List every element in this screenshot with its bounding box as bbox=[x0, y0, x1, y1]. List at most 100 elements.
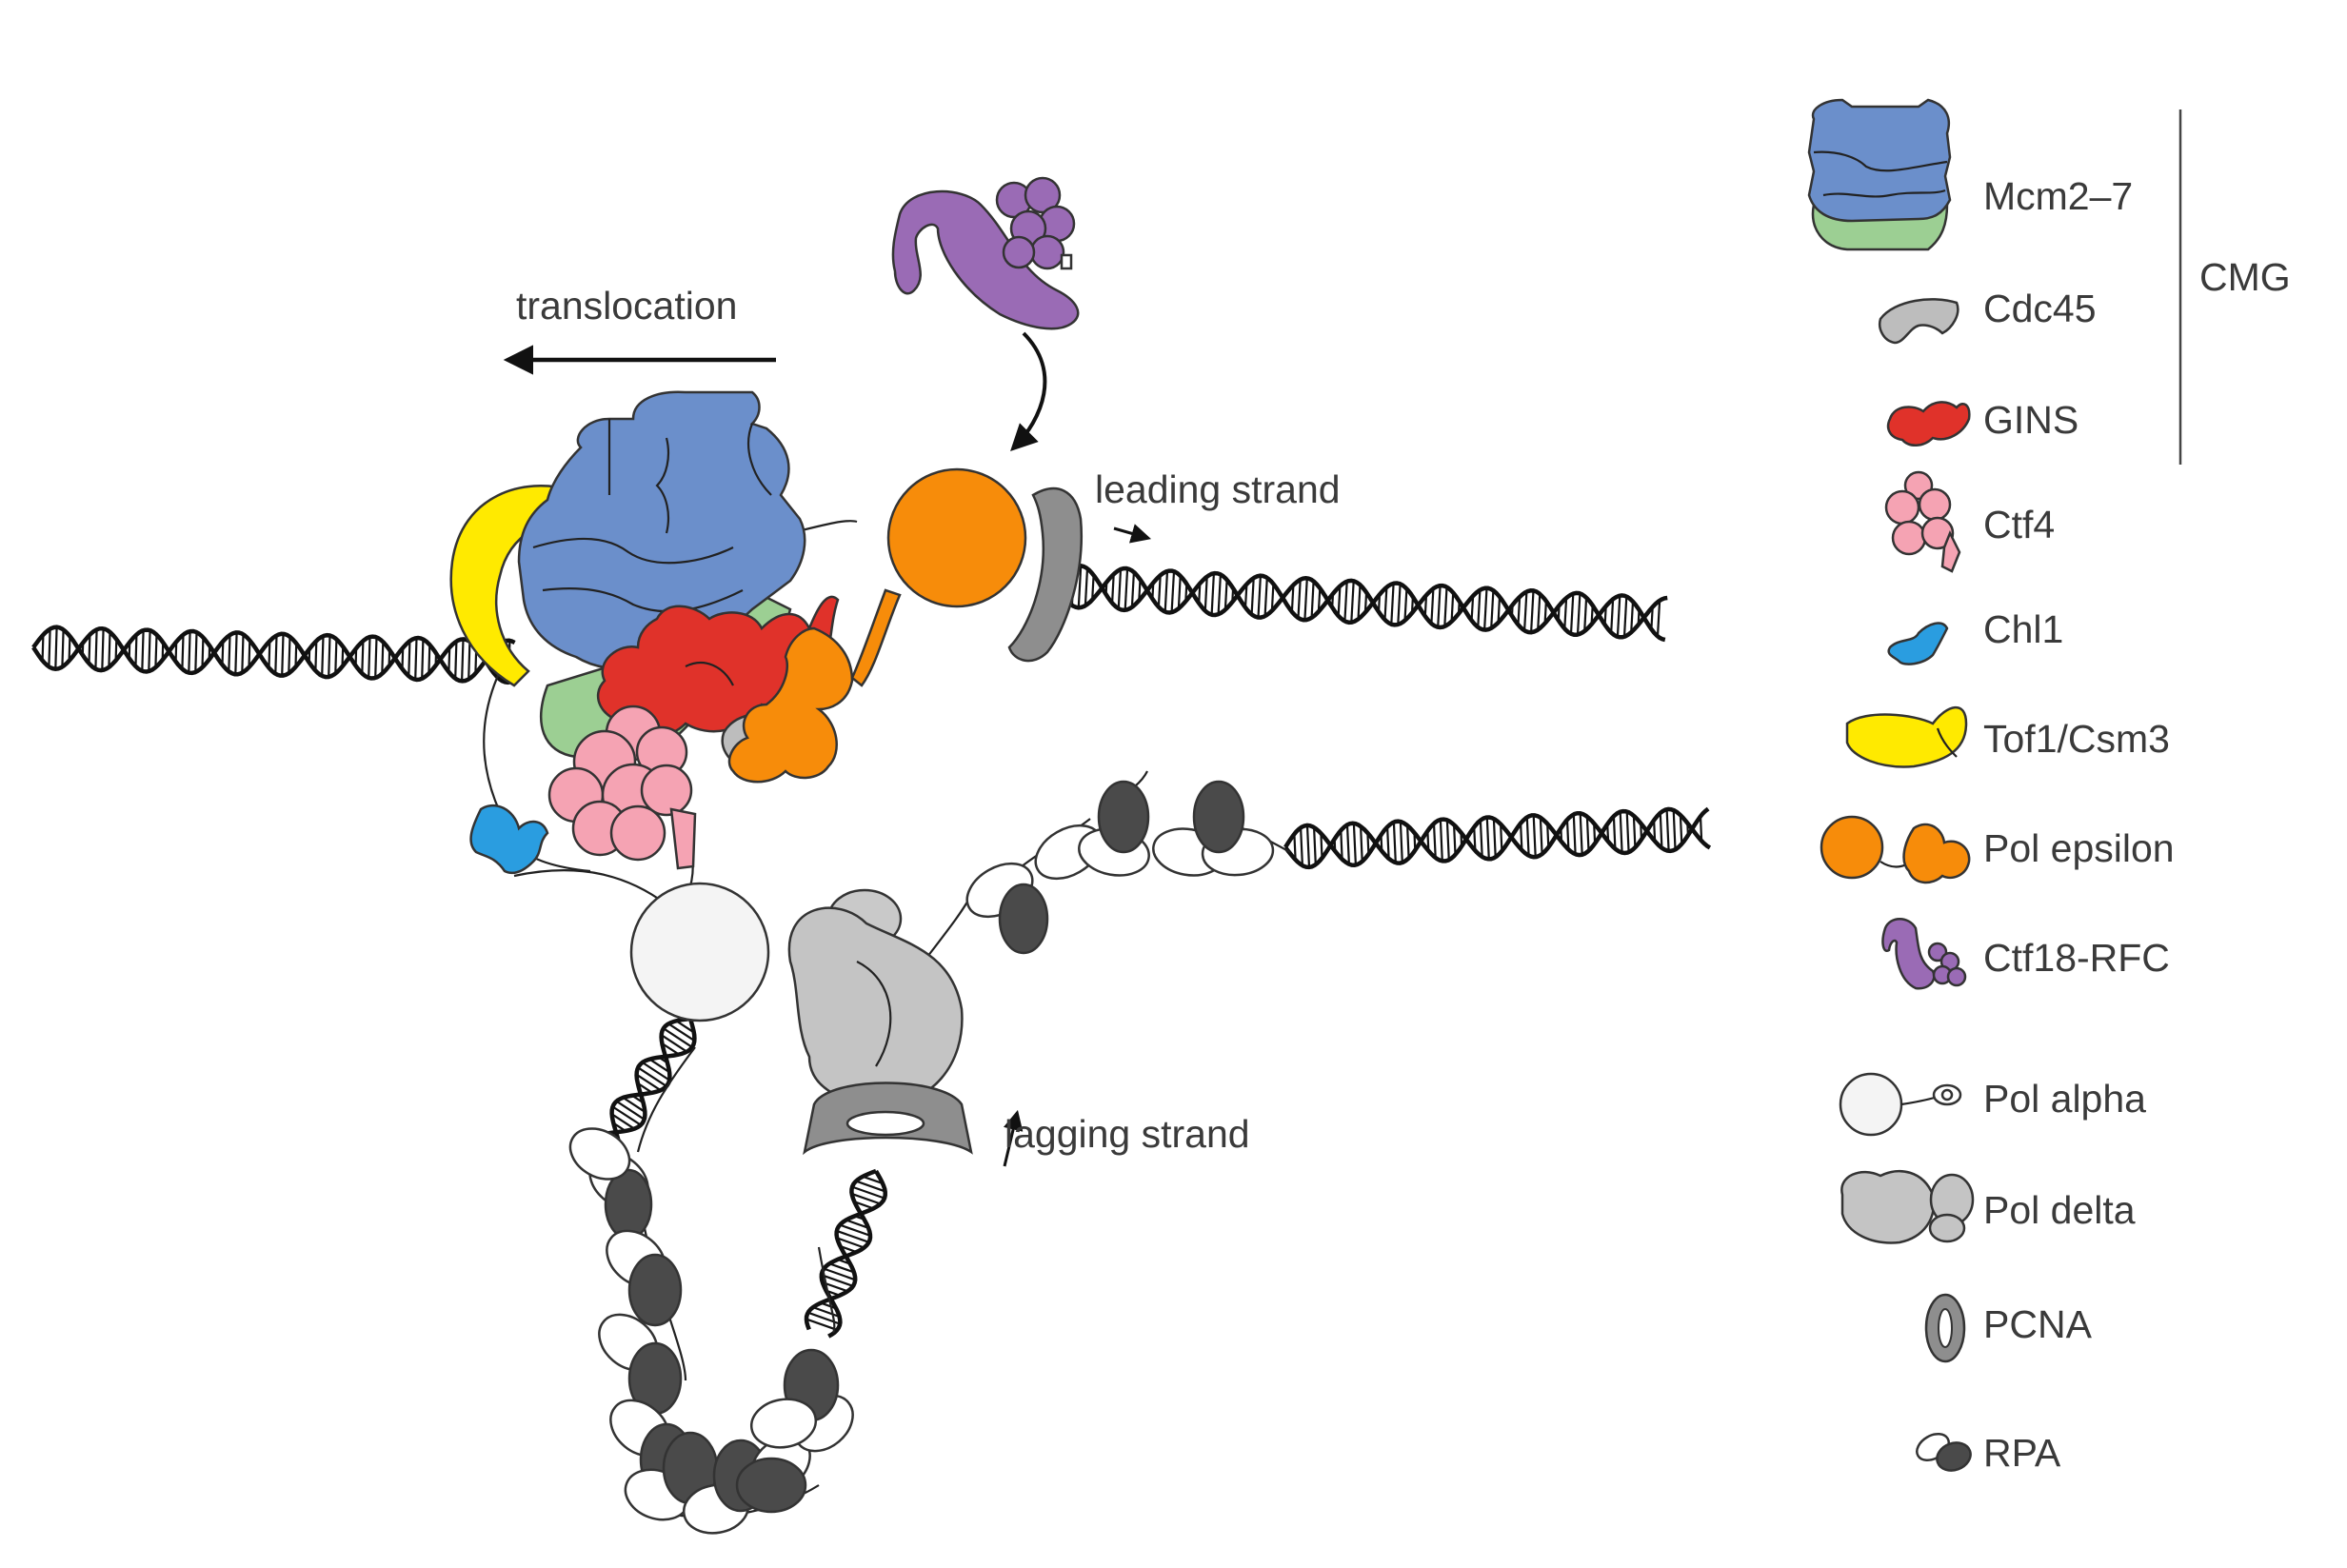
dna-base-pair bbox=[1343, 581, 1348, 622]
dna-base-pair bbox=[1530, 590, 1535, 633]
dna-base-pair bbox=[408, 641, 411, 677]
dna-base-pair bbox=[1386, 826, 1390, 859]
rpa-complex bbox=[568, 1127, 631, 1181]
dna-base-pair bbox=[661, 1034, 688, 1053]
dna-base-pair bbox=[1579, 813, 1583, 855]
dna-base-pair bbox=[1500, 824, 1503, 851]
dna-base-pair bbox=[635, 1073, 662, 1092]
dna-base-pair bbox=[1317, 587, 1322, 612]
dna-base-pair bbox=[823, 1267, 856, 1281]
pol-epsilon-icon bbox=[1820, 815, 1971, 884]
dna-base-pair bbox=[1403, 588, 1408, 621]
dna-base-pair bbox=[1337, 586, 1342, 616]
dna-base-pair bbox=[1525, 817, 1530, 856]
dna-base-pair bbox=[1612, 816, 1617, 849]
dna-base-pair bbox=[401, 647, 405, 669]
dna-base-pair bbox=[1432, 823, 1437, 858]
dna-base-pair bbox=[1523, 591, 1528, 631]
dna-base-pair bbox=[1203, 576, 1208, 611]
dna-base-pair bbox=[1243, 584, 1248, 608]
dna-base-pair bbox=[615, 1100, 646, 1121]
dna-base-pair bbox=[622, 1096, 646, 1113]
dna-base-pair bbox=[1569, 593, 1575, 634]
dna-base-pair bbox=[836, 1229, 869, 1243]
legend-label-gins: GINS bbox=[1983, 398, 2078, 442]
rpa-complex bbox=[1078, 780, 1150, 877]
dna-base-pair bbox=[61, 629, 65, 667]
legend-label-rpa: RPA bbox=[1983, 1431, 2061, 1475]
dna-base-pair bbox=[1111, 574, 1115, 604]
dna-base-pair bbox=[134, 634, 138, 666]
dna-base-pair bbox=[839, 1223, 871, 1237]
dna-base-pair bbox=[221, 641, 225, 665]
lagging-strand-arrow bbox=[1003, 1109, 1024, 1167]
legend-label-chl1: Chl1 bbox=[1983, 607, 2063, 651]
translocation-label: translocation bbox=[516, 284, 737, 327]
dna-backbone-strand bbox=[609, 1016, 691, 1150]
dna-base-pair bbox=[1399, 822, 1403, 863]
dna-base-pair bbox=[611, 1105, 642, 1126]
dna-base-pair bbox=[1585, 816, 1590, 851]
cmg-group-label: CMG bbox=[2199, 255, 2291, 299]
dna-base-pair bbox=[1170, 571, 1176, 613]
dna-base-pair bbox=[467, 641, 471, 680]
dna-base-pair bbox=[1672, 809, 1677, 850]
rpa-cluster-loop bbox=[568, 1127, 854, 1535]
dna-base-pair bbox=[268, 641, 271, 668]
legend-label-pol-alpha: Pol alpha bbox=[1983, 1077, 2146, 1121]
dna-base-pair bbox=[1397, 584, 1402, 625]
dna-backbone-strand bbox=[1283, 806, 1712, 867]
dna-base-pair bbox=[1310, 581, 1315, 618]
leading-strand-arrow bbox=[1113, 524, 1152, 544]
pol-alpha bbox=[629, 882, 770, 1022]
dna-base-pair bbox=[1565, 819, 1570, 850]
dna-backbone-strand bbox=[1055, 566, 1668, 640]
dna-base-pair bbox=[1520, 823, 1523, 850]
dna-base-pair bbox=[1270, 584, 1275, 611]
dna-base-pair bbox=[675, 1020, 695, 1034]
dna-base-pair bbox=[1443, 586, 1448, 627]
dna-base-pair bbox=[1539, 817, 1543, 855]
dna-base-pair bbox=[1091, 575, 1095, 601]
dna-base-pair bbox=[321, 636, 325, 676]
okazaki-dna-helix-right bbox=[804, 1168, 887, 1339]
dna-base-pair bbox=[248, 640, 251, 667]
dna-backbone-strand bbox=[1283, 806, 1710, 870]
ctf18-rfc-icon bbox=[1881, 918, 1967, 990]
dna-base-pair bbox=[1546, 824, 1550, 847]
pol-delta-icon bbox=[1840, 1169, 1975, 1244]
dna-base-pair bbox=[1485, 817, 1490, 860]
legend: CMG Mcm2–7 Cdc45 GINS Ctf4 bbox=[1807, 98, 2291, 1475]
dna-base-pair bbox=[1352, 823, 1357, 865]
rpa-complex bbox=[606, 1229, 683, 1327]
rpa-complex bbox=[598, 1313, 683, 1416]
dna-base-pair bbox=[1157, 575, 1162, 607]
dna-base-pair bbox=[1263, 577, 1268, 617]
dna-base-pair bbox=[1477, 589, 1482, 627]
dna-base-pair bbox=[1445, 820, 1450, 861]
dna-base-pair bbox=[1483, 587, 1488, 630]
ctf18-rfc bbox=[891, 176, 1080, 330]
dna-base-pair bbox=[1450, 592, 1455, 622]
pol-alpha-icon bbox=[1839, 1072, 1962, 1137]
dna-base-pair bbox=[414, 638, 418, 680]
dna-base-pair bbox=[806, 1318, 838, 1331]
dna-base-pair bbox=[661, 1042, 680, 1056]
dna-base-pair bbox=[201, 637, 205, 668]
dna-base-pair bbox=[1439, 819, 1443, 862]
dna-base-pair bbox=[1656, 600, 1661, 637]
dna-base-pair bbox=[1303, 578, 1308, 621]
dna-base-pair bbox=[428, 645, 431, 674]
dna-base-pair bbox=[851, 1185, 885, 1200]
pol-epsilon bbox=[727, 467, 1027, 784]
dna-base-pair bbox=[1583, 597, 1588, 631]
dna-base-pair bbox=[821, 1274, 854, 1287]
dna-base-pair bbox=[1543, 601, 1547, 624]
dna-base-pair bbox=[288, 636, 291, 674]
dna-base-pair bbox=[1300, 827, 1303, 866]
ctf18-rfc-subunits bbox=[995, 176, 1076, 270]
tof1-csm3-icon bbox=[1845, 705, 1968, 768]
lagging-strand-label: lagging strand bbox=[1004, 1112, 1250, 1156]
dna-base-pair bbox=[154, 634, 158, 668]
legend-label-pol-epsilon: Pol epsilon bbox=[1983, 826, 2175, 870]
